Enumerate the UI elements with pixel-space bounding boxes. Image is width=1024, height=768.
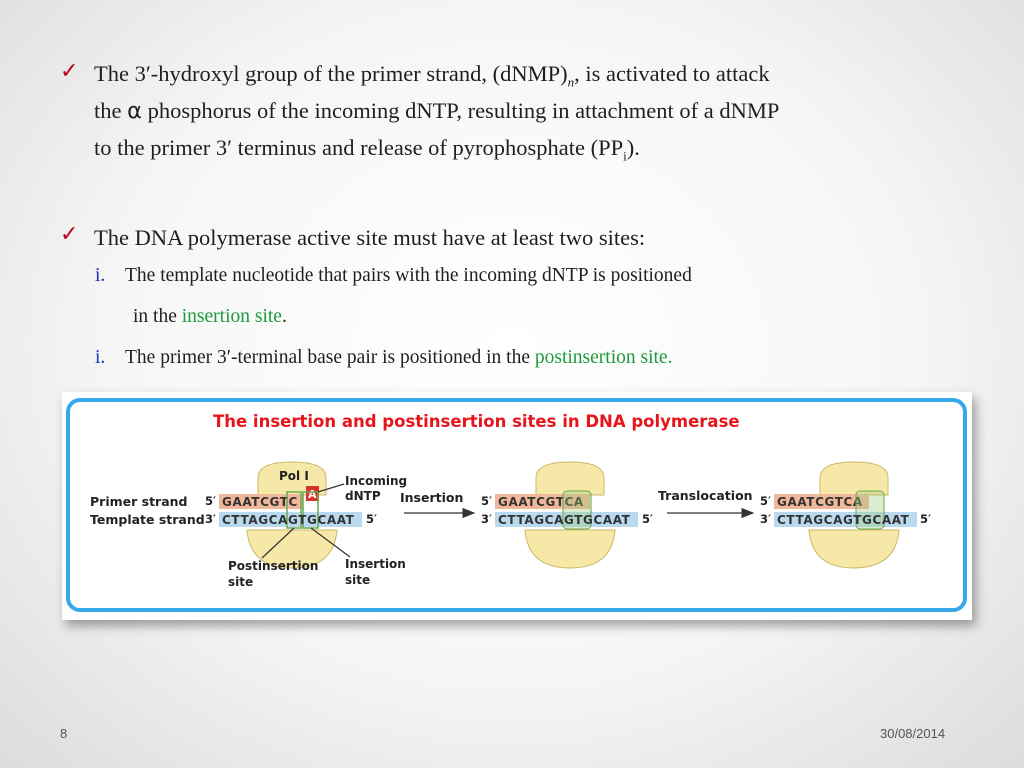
insertion-arrow-label: Insertion — [400, 490, 463, 505]
insertion-site-box — [302, 491, 319, 529]
incoming-label-1: Incoming — [345, 474, 407, 488]
checkmark-icon: ✓ — [60, 59, 79, 84]
site-highlight-2 — [562, 490, 592, 530]
insertion-site-label-1: Insertion — [345, 557, 406, 571]
slide-date: 30/08/2014 — [880, 726, 946, 741]
five-prime-label-3: 5′ — [760, 494, 771, 508]
incoming-label-2: dNTP — [345, 489, 381, 503]
five-prime-end-label-2: 5′ — [642, 512, 653, 526]
polymerase-enzyme-3 — [808, 461, 900, 569]
alpha-symbol: α — [127, 98, 142, 124]
site-highlight-3 — [855, 490, 885, 530]
primer-strand-box-3 — [774, 494, 869, 509]
insertion-site-label-2: site — [345, 573, 370, 587]
template-sequence-1: CTTAGCAGTGCAAT — [222, 513, 355, 527]
translocation-arrow-label: Translocation — [658, 488, 753, 503]
template-strand-label: Template strand — [90, 512, 205, 527]
incoming-base: A — [308, 488, 317, 501]
primer-strand-box-2 — [495, 494, 590, 509]
bullet-1-line-3: to the primer 3′ terminus and release of… — [94, 135, 640, 164]
insertion-pointer — [310, 527, 351, 558]
primer-strand-label: Primer strand — [90, 494, 188, 509]
postinsertion-pointer — [261, 527, 295, 559]
incoming-dntp-box — [306, 486, 319, 501]
template-strand-box-1 — [219, 512, 362, 527]
postinsertion-label-1: Postinsertion — [228, 559, 318, 573]
sub-item-2-marker: i. — [95, 347, 106, 368]
five-prime-end-label: 5′ — [366, 512, 377, 526]
postinsertion-label-2: site — [228, 575, 253, 589]
primer-strand-box-1 — [219, 494, 303, 509]
bullet-2-text: The DNA polymerase active site must have… — [94, 225, 646, 250]
bullet-1-line-2: the α phosphorus of the incoming dNTP, r… — [94, 98, 780, 124]
incoming-pointer — [317, 483, 345, 493]
template-strand-box-3 — [774, 512, 917, 527]
three-prime-label-2: 3′ — [481, 512, 492, 526]
three-prime-label-3: 3′ — [760, 512, 771, 526]
primer-sequence-1: GAATCGTC — [222, 495, 298, 509]
template-strand-box-2 — [495, 512, 638, 527]
polymerase-enzyme-2 — [524, 461, 616, 569]
insertion-site-highlight: insertion site — [181, 306, 282, 327]
postinsertion-site-highlight: postinsertion site. — [534, 347, 673, 368]
five-prime-end-label-3: 5′ — [920, 512, 931, 526]
sub-item-1-line-1: The template nucleotide that pairs with … — [125, 265, 692, 286]
bullet-1-line-1: The 3′-hydroxyl group of the primer stra… — [94, 61, 770, 90]
primer-sequence-2: GAATCGTCA — [498, 495, 584, 509]
template-sequence-3: CTTAGCAGTGCAAT — [777, 513, 910, 527]
figure-title: The insertion and postinsertion sites in… — [213, 412, 740, 431]
sub-item-1-marker: i. — [95, 265, 106, 286]
five-prime-label-2: 5′ — [481, 494, 492, 508]
template-sequence-2: CTTAGCAGTGCAAT — [498, 513, 631, 527]
sub-item-2-line: The primer 3′-terminal base pair is posi… — [125, 347, 673, 368]
three-prime-label: 3′ — [205, 512, 216, 526]
primer-sequence-3: GAATCGTCA — [777, 495, 863, 509]
five-prime-label: 5′ — [205, 494, 216, 508]
sub-item-1-line-2: in the insertion site. — [133, 306, 287, 327]
checkmark-icon: ✓ — [60, 222, 79, 247]
pol-label: Pol I — [279, 469, 309, 483]
slide-number: 8 — [60, 726, 68, 741]
